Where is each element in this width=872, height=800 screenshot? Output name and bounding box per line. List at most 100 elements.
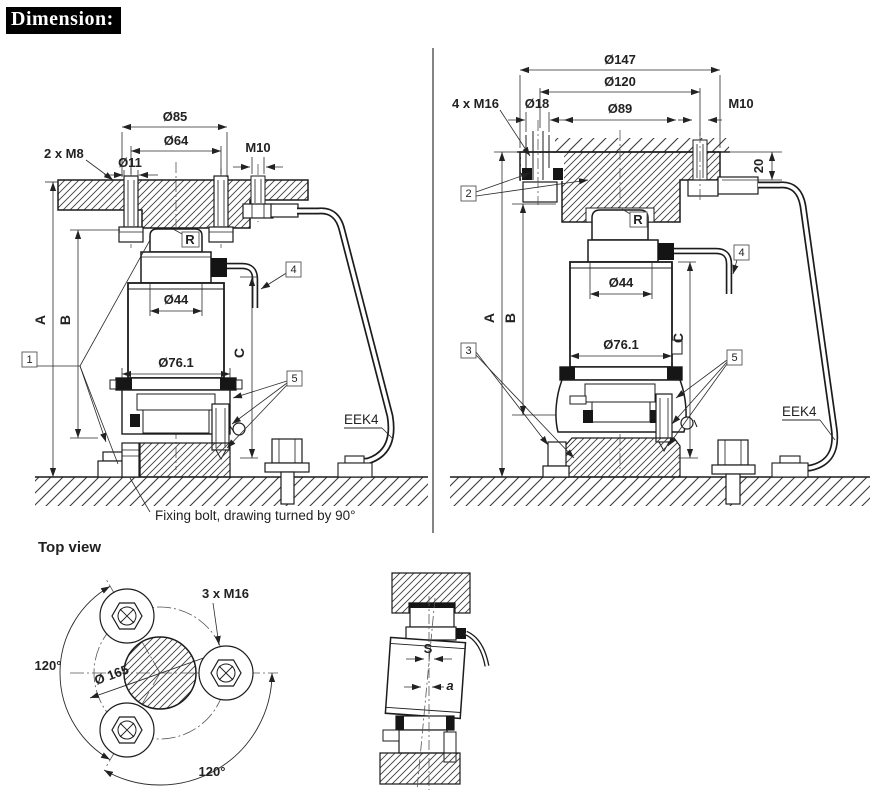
left-dim-m10: M10 (245, 140, 270, 155)
top-view-angle-bottom: 120° (199, 764, 226, 779)
left-callout-4: 4 (260, 261, 302, 290)
tilt-bottom-block (379, 752, 461, 785)
right-dim-a: A (481, 313, 497, 323)
tilt-upper-parts (405, 602, 466, 641)
left-dim-d64: Ø64 (164, 133, 189, 148)
right-dim-d147: Ø147 (604, 52, 636, 67)
left-cable-foot (337, 455, 373, 478)
left-dim-2xm8: 2 x M8 (44, 146, 84, 161)
left-base-block (139, 442, 231, 478)
left-cable-connector (211, 258, 227, 277)
right-dim-d76: Ø76.1 (603, 337, 638, 352)
left-abc-dims (45, 181, 258, 477)
right-eek4-cable (758, 181, 839, 472)
tilt-cable (464, 630, 490, 667)
right-m10-stud (687, 132, 759, 200)
left-eek4-cable (297, 207, 395, 466)
left-clamp-flange (109, 377, 243, 391)
left-eek4-label: EEK4 (344, 412, 393, 439)
right-cable-label: EEK4 (782, 404, 817, 419)
left-m10-stud (242, 175, 299, 219)
right-r-callout: R (621, 208, 648, 228)
right-upper-cylinder (587, 239, 659, 263)
left-dim-a: A (32, 315, 48, 325)
left-callout-1-label: 1 (26, 354, 32, 366)
left-anchor-bolt (264, 438, 310, 505)
left-floor (35, 476, 428, 506)
tilted-detail-view: S a (379, 572, 490, 791)
left-dim-d76: Ø76.1 (158, 355, 193, 370)
left-cable-4 (227, 262, 259, 308)
right-callout-4: 4 (732, 244, 750, 275)
top-view-arc-left (59, 586, 111, 760)
left-dim-b: B (57, 315, 73, 325)
top-view-title: Top view (38, 539, 101, 556)
left-dim-d44-group (149, 284, 203, 316)
right-dim-4xm16: 4 x M16 (452, 96, 499, 111)
right-dim-20: 20 (751, 159, 766, 173)
right-dim-d44-group (589, 263, 653, 299)
right-lower-housing (555, 379, 698, 453)
tilt-dim-a: a (446, 678, 453, 693)
right-dim-m10: M10 (728, 96, 753, 111)
top-view-3xm16: 3 x M16 (202, 586, 249, 601)
right-callout-2-label: 2 (465, 188, 471, 200)
left-cable-label: EEK4 (344, 412, 379, 427)
left-callout-4-label: 4 (290, 264, 296, 276)
left-loadcell-body (127, 282, 225, 379)
tilt-dim-s: S (424, 641, 433, 656)
right-clamp-flange (559, 366, 683, 381)
left-dim-d85: Ø85 (163, 109, 188, 124)
right-cable-4 (674, 247, 733, 294)
left-note: Fixing bolt, drawing turned by 90° (129, 477, 356, 523)
right-callout-5-label: 5 (731, 352, 737, 364)
right-callout-3-label: 3 (465, 345, 471, 357)
right-dim-d120: Ø120 (604, 74, 636, 89)
right-callout-4-label: 4 (738, 247, 744, 259)
top-view-center-boss (123, 636, 197, 710)
right-anchor-bolt (711, 439, 756, 505)
right-dim-c: C (670, 333, 686, 343)
left-callout-5: 5 (226, 370, 303, 449)
right-foot (542, 441, 570, 478)
right-body-clip (671, 339, 683, 355)
right-callout-2: 2 (460, 172, 589, 202)
tilt-centerlines (416, 596, 436, 791)
right-abc-dims (494, 151, 698, 477)
right-cable-foot (771, 455, 809, 478)
right-cable-connector (658, 243, 674, 260)
left-callout-5-label: 5 (291, 373, 297, 385)
right-dim-b: B (502, 313, 518, 323)
left-section-view: R Ø44 Ø76.1 (21, 109, 428, 523)
top-view-diameter: Ø 165 (92, 662, 130, 688)
left-top-dims (85, 123, 283, 181)
right-loadcell-body (569, 261, 673, 368)
right-dim-d89: Ø89 (608, 101, 633, 116)
right-dim-d76-group (569, 350, 673, 362)
left-note-text: Fixing bolt, drawing turned by 90° (155, 508, 356, 523)
top-view-angle-left: 120° (35, 658, 62, 673)
page-title: Dimension: (6, 7, 121, 34)
right-section-view: R Ø44 Ø76.1 (450, 52, 870, 506)
top-view: Top view (35, 539, 278, 786)
left-callout-1: 1 (21, 239, 151, 465)
right-m16-bolt (521, 120, 564, 205)
right-floor (450, 476, 870, 506)
top-view-bolt-label: 3 x M16 (202, 586, 249, 646)
top-view-arc-bottom (103, 672, 276, 786)
right-eek4-label: EEK4 (782, 404, 836, 441)
left-dim-c: C (231, 348, 247, 358)
left-r-callout: R (172, 228, 200, 248)
right-dim-d44: Ø44 (609, 275, 634, 290)
right-dim-d18: Ø18 (525, 96, 550, 111)
right-top-dims (499, 66, 782, 181)
left-lower-housing (121, 389, 246, 461)
left-fixing-bolt (121, 442, 140, 478)
left-m8-bolts (118, 175, 234, 243)
left-dim-d44: Ø44 (164, 292, 189, 307)
left-dim-d11: Ø11 (118, 155, 142, 170)
right-callout-3: 3 (460, 342, 575, 459)
left-dim-r: R (185, 232, 195, 247)
right-base-block (564, 437, 681, 478)
